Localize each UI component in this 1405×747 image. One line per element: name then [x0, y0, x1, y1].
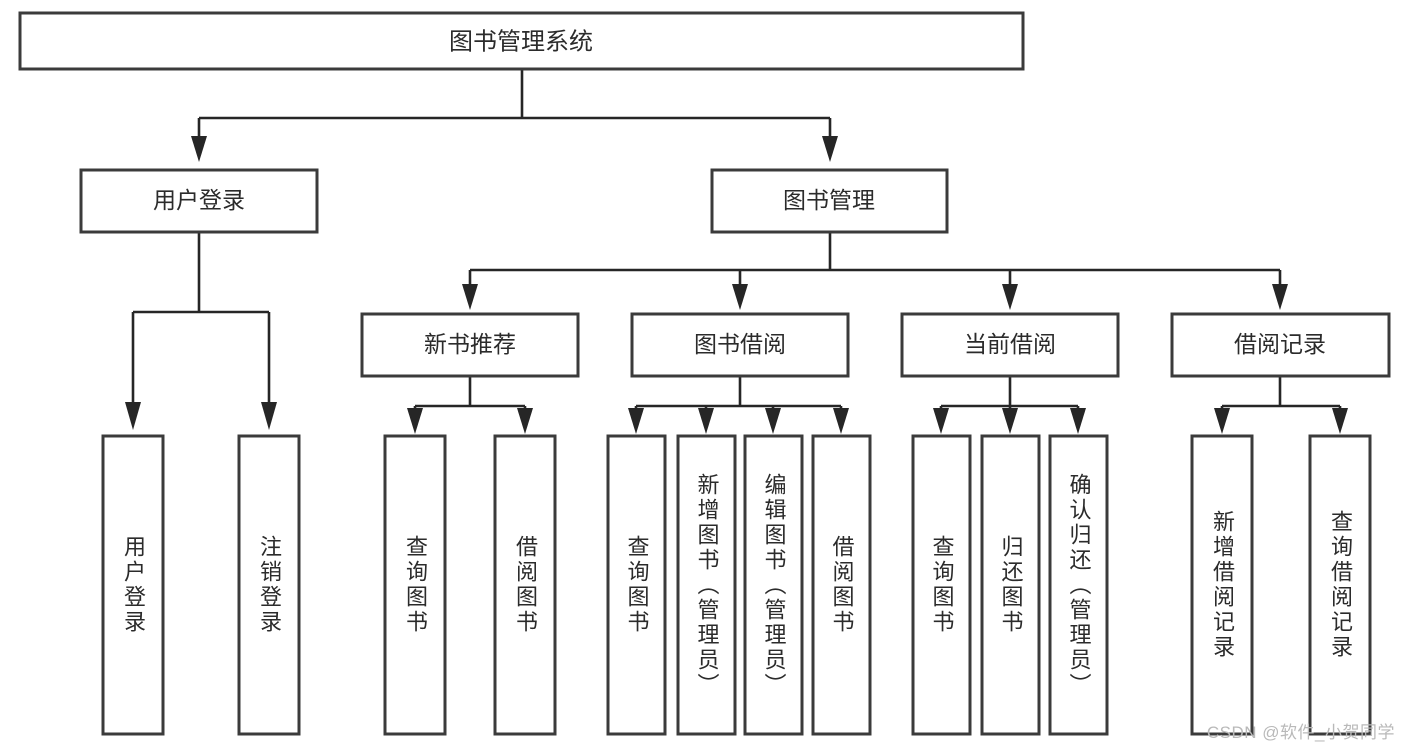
- arrow-head-l3-1: [462, 284, 478, 310]
- node-label-book-borrow: 图书借阅: [694, 331, 786, 357]
- arrow-head-r2: [1332, 408, 1348, 434]
- leaf-box-new-book-1[interactable]: [383, 434, 447, 736]
- leaf-box-book-borrow-1[interactable]: [606, 434, 667, 736]
- leaf-box-book-borrow-4[interactable]: [811, 434, 872, 736]
- node-label-book-manage: 图书管理: [783, 187, 875, 213]
- arrow-head-l3-4: [1272, 284, 1288, 310]
- connector-borrow-record-to-leaves: [1214, 376, 1348, 434]
- connector-current-borrow-to-leaves: [933, 376, 1086, 434]
- node-label-current-borrow: 当前借阅: [964, 331, 1056, 357]
- leaf-box-current-borrow-2[interactable]: [980, 434, 1041, 736]
- leaf-box-borrow-record-2[interactable]: [1308, 434, 1372, 736]
- connector-user-login-to-leaves: [125, 232, 277, 430]
- node-box-book-borrow[interactable]: [630, 312, 850, 378]
- node-label-user-login: 用户登录: [153, 187, 245, 213]
- arrow-head-c2: [1002, 408, 1018, 434]
- arrow-head-c1: [933, 408, 949, 434]
- leaf-box-current-borrow-1[interactable]: [911, 434, 972, 736]
- leaf-box-user-login-1[interactable]: [101, 434, 165, 736]
- connector-root-to-level2: [191, 69, 838, 162]
- arrow-head-b4: [833, 408, 849, 434]
- connector-book-borrow-to-leaves: [628, 376, 849, 434]
- leaf-box-book-borrow-3[interactable]: [743, 434, 804, 736]
- arrow-head-b2: [698, 408, 714, 434]
- node-box-new-book-recommend[interactable]: [360, 312, 580, 378]
- leaf-box-new-book-2[interactable]: [493, 434, 557, 736]
- leaf-box-current-borrow-3[interactable]: [1048, 434, 1109, 736]
- arrow-head-n1: [407, 408, 423, 434]
- connector-book-manage-to-level3: [462, 232, 1288, 310]
- arrow-head-l3-3: [1002, 284, 1018, 310]
- arrow-head-book-manage: [822, 136, 838, 162]
- connector-new-book-to-leaves: [407, 376, 533, 434]
- node-label-new-book-recommend: 新书推荐: [424, 331, 516, 357]
- arrow-head-n2: [517, 408, 533, 434]
- arrow-head-u2: [261, 402, 277, 430]
- leaf-box-book-borrow-2[interactable]: [676, 434, 737, 736]
- leaf-box-borrow-record-1[interactable]: [1190, 434, 1254, 736]
- node-box-root[interactable]: [18, 11, 1025, 71]
- arrow-head-user-login: [191, 136, 207, 162]
- arrow-head-r1: [1214, 408, 1230, 434]
- arrow-head-b3: [765, 408, 781, 434]
- node-box-current-borrow[interactable]: [900, 312, 1120, 378]
- watermark-text: CSDN @软件_小贺同学: [1206, 723, 1395, 742]
- node-label-borrow-record: 借阅记录: [1234, 331, 1326, 357]
- leaf-box-user-login-2[interactable]: [237, 434, 301, 736]
- node-box-borrow-record[interactable]: [1170, 312, 1391, 378]
- arrow-head-u1: [125, 402, 141, 430]
- arrow-head-b1: [628, 408, 644, 434]
- arrow-head-c3: [1070, 408, 1086, 434]
- node-label-root: 图书管理系统: [449, 28, 593, 55]
- arrow-head-l3-2: [732, 284, 748, 310]
- node-box-book-manage[interactable]: [710, 168, 949, 234]
- node-box-user-login[interactable]: [79, 168, 319, 234]
